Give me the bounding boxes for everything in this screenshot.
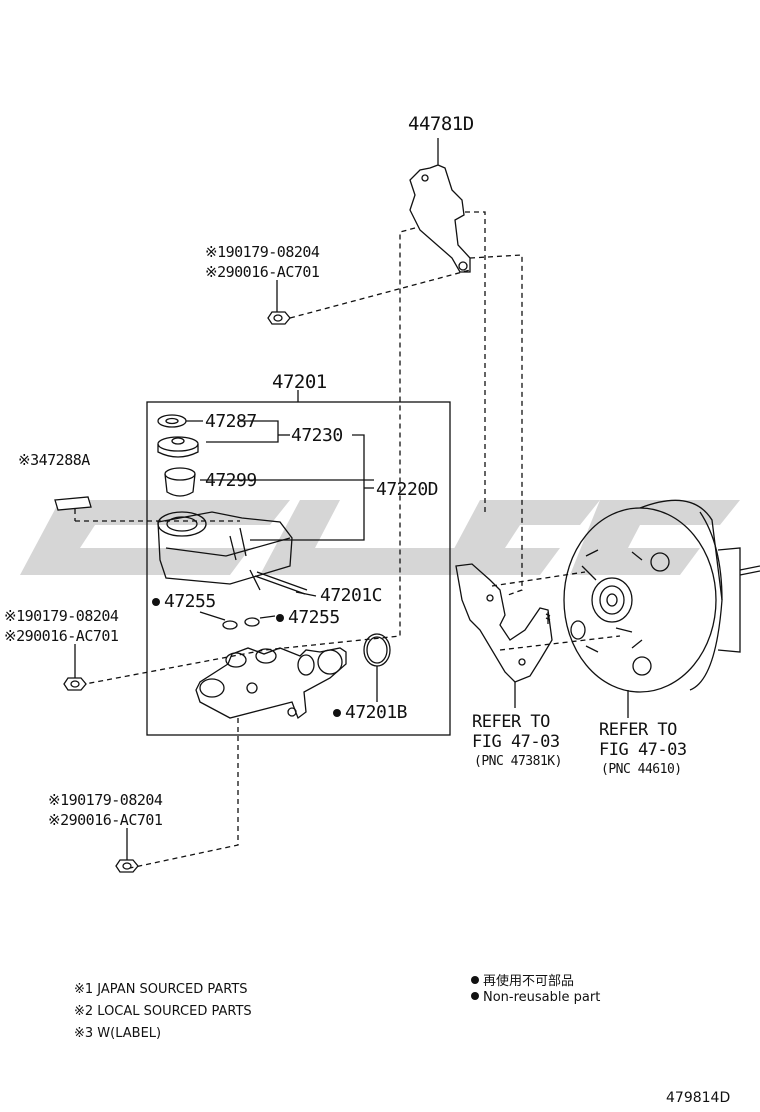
grommet-47255-b bbox=[244, 617, 260, 627]
label-47299: 47299 bbox=[205, 470, 257, 491]
label-47255-b: 47255 bbox=[276, 608, 340, 628]
label-left-note1: ※190179-08204 bbox=[4, 607, 119, 625]
label-47230: 47230 bbox=[291, 425, 343, 446]
leader-lines bbox=[74, 211, 621, 869]
label-47201b: 47201B bbox=[333, 703, 408, 723]
part-47287 bbox=[157, 414, 187, 428]
non-reusable-dot bbox=[471, 992, 479, 1000]
nut-bottom bbox=[115, 859, 139, 873]
bracket-44781d bbox=[409, 150, 471, 273]
label-47201: 47201 bbox=[272, 371, 327, 393]
watermark-logo bbox=[20, 500, 740, 575]
label-47287: 47287 bbox=[205, 411, 257, 432]
ref-bracket-line2: FIG 47-03 bbox=[472, 732, 560, 752]
label-top-note1: ※190179-08204 bbox=[205, 243, 320, 261]
figure-id: 479814D bbox=[666, 1090, 731, 1106]
ref-bracket-pnc: (PNC 47381K) bbox=[474, 754, 562, 769]
non-reusable-dot bbox=[471, 976, 479, 984]
label-47220d: 47220D bbox=[376, 479, 439, 500]
non-reusable-dot bbox=[276, 614, 284, 622]
bracket-47381k bbox=[455, 563, 553, 683]
label-47288a: ※347288A bbox=[18, 451, 90, 469]
reservoir-47220d bbox=[157, 511, 293, 591]
ref-bracket-line1: REFER TO bbox=[472, 712, 550, 732]
master-cylinder bbox=[195, 647, 347, 720]
legend-note3: ※3 W(LABEL) bbox=[74, 1026, 162, 1041]
grommet-47255-a bbox=[222, 620, 238, 630]
label-47288a bbox=[54, 496, 92, 511]
non-reusable-dot bbox=[152, 598, 160, 606]
ref-booster-pnc: (PNC 44610) bbox=[601, 762, 682, 777]
ref-booster-line1: REFER TO bbox=[599, 720, 677, 740]
legend-note2: ※2 LOCAL SOURCED PARTS bbox=[74, 1004, 252, 1019]
legend-note1: ※1 JAPAN SOURCED PARTS bbox=[74, 982, 248, 997]
ref-booster-line2: FIG 47-03 bbox=[599, 740, 687, 760]
label-47255-a: 47255 bbox=[152, 592, 216, 612]
non-reusable-dot bbox=[333, 709, 341, 717]
nut-left bbox=[63, 677, 87, 691]
label-left-note2: ※290016-AC701 bbox=[4, 627, 119, 645]
nut-top bbox=[267, 311, 291, 325]
brake-booster bbox=[563, 499, 760, 693]
label-top-note2: ※290016-AC701 bbox=[205, 263, 320, 281]
part-47299 bbox=[164, 467, 196, 497]
pin-47201c bbox=[254, 571, 308, 595]
label-47201c: 47201C bbox=[320, 585, 383, 606]
part-47230 bbox=[157, 436, 199, 458]
legend-bullet-jp: 再使用不可部品 bbox=[471, 974, 574, 990]
label-bottom-note2: ※290016-AC701 bbox=[48, 811, 163, 829]
label-bottom-note1: ※190179-08204 bbox=[48, 791, 163, 809]
label-44781d: 44781D bbox=[408, 113, 474, 135]
legend-bullet-en: Non-reusable part bbox=[471, 990, 600, 1006]
